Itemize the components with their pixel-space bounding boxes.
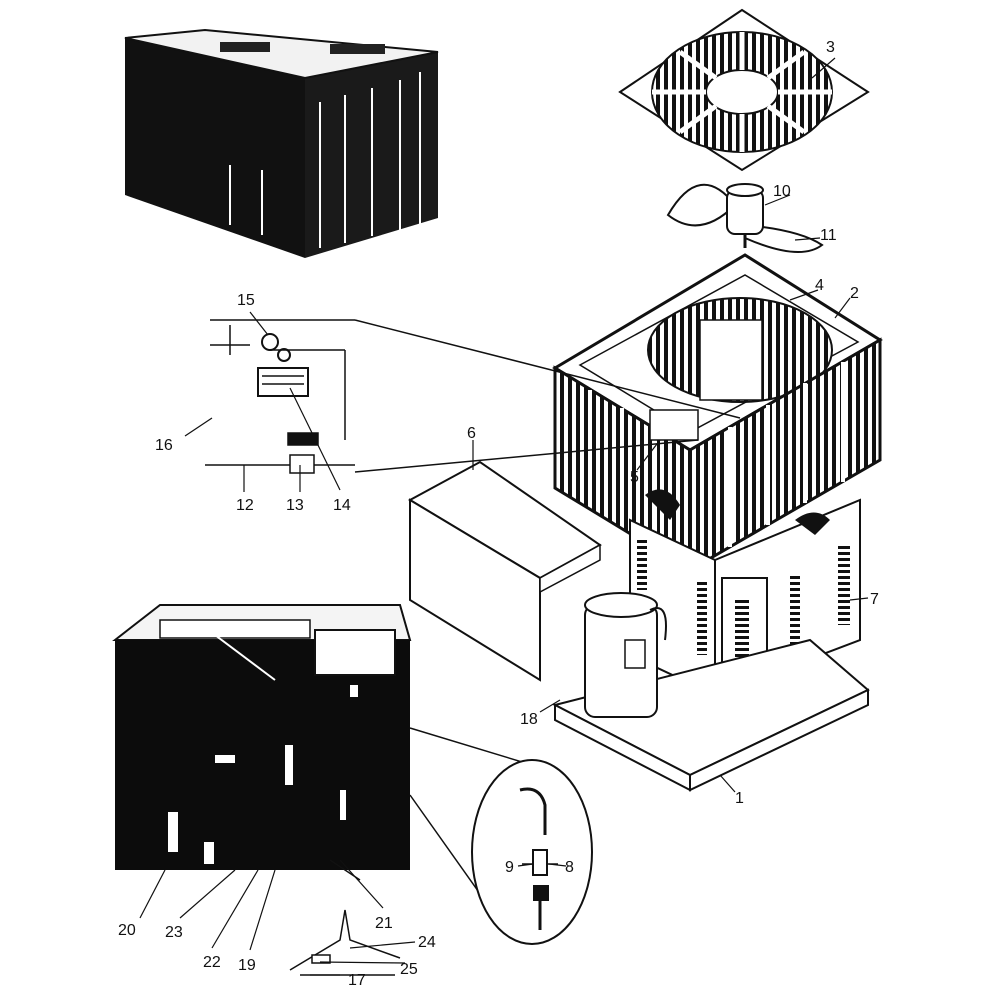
callout-10: 10: [773, 183, 791, 200]
callout-14: 14: [333, 497, 351, 514]
base-pan: [552, 638, 870, 792]
callout-4: 4: [815, 277, 824, 294]
callout-1: 1: [735, 790, 744, 807]
fan-motor-and-blade: [666, 183, 824, 254]
callout-25: 25: [400, 961, 418, 978]
callout-16: 16: [155, 437, 173, 454]
compressor: [584, 592, 667, 718]
callout-18: 18: [520, 711, 538, 728]
callout-6: 6: [467, 425, 476, 442]
fan-grille: [618, 8, 870, 172]
leader-lines: [139, 57, 869, 976]
callout-2: 2: [850, 285, 859, 302]
service-valve-detail: [409, 727, 593, 945]
callout-22: 22: [203, 954, 221, 971]
top-cover: [552, 253, 883, 452]
control-box-cover: [407, 460, 602, 682]
projection-lines: [354, 319, 741, 473]
callout-8: 8: [565, 859, 574, 876]
callout-3: 3: [826, 39, 835, 56]
callout-15: 15: [237, 292, 255, 309]
callout-9: 9: [505, 859, 514, 876]
assembled-unit-top-view: [124, 28, 439, 258]
control-box-components: [205, 319, 355, 474]
callout-labels: 1 2 3 4 5 6 7 8 9 10 11 12 13 14 15 16 1…: [118, 39, 879, 989]
louvered-side-panels: [553, 337, 882, 573]
callout-12: 12: [236, 497, 254, 514]
callout-13: 13: [286, 497, 304, 514]
callout-20: 20: [118, 922, 136, 939]
callout-21: 21: [375, 915, 393, 932]
callout-7: 7: [870, 591, 879, 608]
callout-5: 5: [630, 469, 639, 486]
callout-24: 24: [418, 934, 436, 951]
assembled-unit-rear-view: [112, 604, 412, 881]
callout-23: 23: [165, 924, 183, 941]
callout-11: 11: [820, 227, 837, 244]
callout-17: 17: [348, 972, 366, 989]
callout-19: 19: [238, 957, 256, 974]
